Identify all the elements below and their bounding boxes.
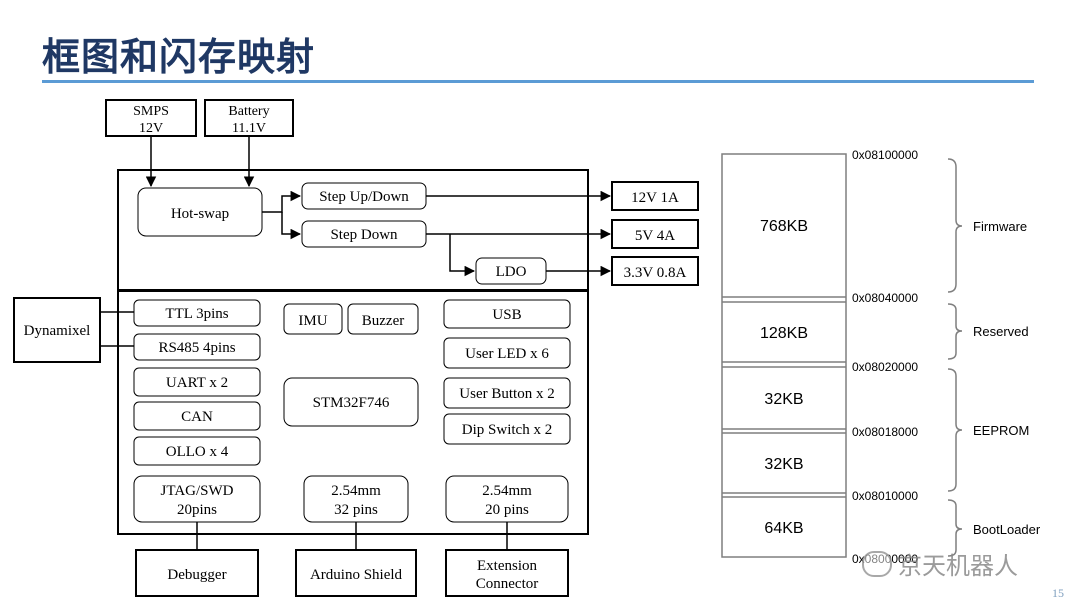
- address-0x08020000: 0x08020000: [852, 360, 918, 374]
- hotswap-block: Hot-swap: [137, 187, 263, 237]
- mem-block-768kb: 768KB: [760, 218, 808, 235]
- imu-block: IMU: [283, 303, 343, 335]
- dipswitch-block: Dip Switch x 2: [443, 413, 571, 445]
- mcu-board-box: [117, 290, 589, 535]
- ttl-block: TTL 3pins: [133, 299, 261, 327]
- header20-pins: 20 pins: [485, 502, 529, 518]
- header32-block: 2.54mm 32 pins: [303, 475, 409, 523]
- mem-block-64kb: 64KB: [764, 520, 803, 537]
- stm32-label: STM32F746: [313, 395, 390, 411]
- output-12v-label: 12V 1A: [631, 190, 679, 206]
- stepupdown-block: Step Up/Down: [301, 182, 427, 210]
- bootloader-brace: [947, 499, 963, 557]
- region-eeprom: EEPROM: [973, 423, 1029, 438]
- can-label: CAN: [181, 409, 213, 425]
- usb-block: USB: [443, 299, 571, 329]
- extension-label-line1: Extension: [477, 558, 537, 574]
- output-5v-box: 5V 4A: [611, 219, 699, 249]
- jtag-pins: 20pins: [177, 502, 217, 518]
- buzzer-label: Buzzer: [362, 313, 404, 329]
- buzzer-block: Buzzer: [347, 303, 419, 335]
- address-0x08018000: 0x08018000: [852, 425, 918, 439]
- userbutton-block: User Button x 2: [443, 377, 571, 409]
- watermark: 京天机器人: [862, 546, 1018, 581]
- region-reserved: Reserved: [973, 324, 1029, 339]
- output-33v-label: 3.3V 0.8A: [624, 265, 687, 281]
- rs485-block: RS485 4pins: [133, 333, 261, 361]
- stepdown-to-ldo-arrow: [449, 234, 476, 277]
- extension-label-line2: Connector: [476, 576, 538, 592]
- ldo-label: LDO: [496, 264, 527, 280]
- can-block: CAN: [133, 401, 261, 431]
- userled-label: User LED x 6: [465, 346, 549, 362]
- dynamixel-label: Dynamixel: [24, 323, 91, 339]
- page-number: 15: [1052, 586, 1064, 600]
- page-title: 框图和闪存映射: [42, 35, 316, 79]
- imu-label: IMU: [298, 313, 327, 329]
- usb-label: USB: [492, 307, 521, 323]
- address-0x08100000: 0x08100000: [852, 148, 918, 162]
- hotswap-label: Hot-swap: [171, 206, 229, 222]
- stepdown-label: Step Down: [330, 227, 398, 243]
- uart-block: UART x 2: [133, 367, 261, 397]
- dipswitch-label: Dip Switch x 2: [462, 422, 552, 438]
- address-0x08040000: 0x08040000: [852, 291, 918, 305]
- mem-block-32kb-a: 32KB: [764, 391, 803, 408]
- header20-label: 2.54mm: [482, 483, 532, 499]
- title-divider: [42, 80, 1034, 83]
- reserved-brace: [947, 303, 963, 360]
- stepdown-block: Step Down: [301, 220, 427, 248]
- firmware-brace: [947, 158, 963, 293]
- region-bootloader: BootLoader: [973, 522, 1041, 537]
- output-12v-box: 12V 1A: [611, 181, 699, 211]
- debugger-box: Debugger: [135, 549, 259, 597]
- smps-voltage: 12V: [139, 121, 163, 136]
- userbutton-label: User Button x 2: [459, 386, 554, 402]
- uart-label: UART x 2: [166, 375, 228, 391]
- smps-input-box: SMPS 12V: [105, 99, 197, 137]
- arduino-label: Arduino Shield: [310, 567, 403, 583]
- output-33v-box: 3.3V 0.8A: [611, 256, 699, 286]
- wechat-icon: [862, 550, 892, 577]
- battery-input-box: Battery 11.1V: [204, 99, 294, 137]
- address-0x08010000: 0x08010000: [852, 489, 918, 503]
- smps-label: SMPS: [133, 104, 169, 119]
- eeprom-brace: [947, 368, 963, 492]
- memory-map: 768KB 128KB 32KB 32KB 64KB 0x08100000 0x…: [721, 148, 1041, 566]
- rs485-label: RS485 4pins: [158, 340, 235, 356]
- extension-box: Extension Connector: [445, 549, 569, 597]
- watermark-text: 京天机器人: [898, 552, 1018, 580]
- jtag-label: JTAG/SWD: [161, 483, 234, 499]
- memory-map-frame: [721, 153, 847, 558]
- stepupdown-label: Step Up/Down: [319, 189, 409, 205]
- battery-label: Battery: [228, 104, 269, 119]
- arduino-box: Arduino Shield: [295, 549, 417, 597]
- dynamixel-box: Dynamixel: [13, 297, 101, 363]
- output-5v-label: 5V 4A: [635, 228, 675, 244]
- header20-block: 2.54mm 20 pins: [445, 475, 569, 523]
- ollo-block: OLLO x 4: [133, 436, 261, 466]
- header32-pins: 32 pins: [334, 502, 378, 518]
- header32-label: 2.54mm: [331, 483, 381, 499]
- region-firmware: Firmware: [973, 219, 1027, 234]
- battery-voltage: 11.1V: [232, 121, 266, 136]
- hotswap-to-stepupdown-arrow: [262, 190, 302, 213]
- mem-block-32kb-b: 32KB: [764, 456, 803, 473]
- ollo-label: OLLO x 4: [166, 444, 229, 460]
- jtag-block: JTAG/SWD 20pins: [133, 475, 261, 523]
- ldo-block: LDO: [475, 257, 547, 285]
- ttl-label: TTL 3pins: [165, 306, 228, 322]
- stm32-block: STM32F746: [283, 377, 419, 427]
- userled-block: User LED x 6: [443, 337, 571, 369]
- mem-block-128kb: 128KB: [760, 325, 808, 342]
- debugger-label: Debugger: [167, 567, 226, 583]
- hotswap-to-stepdown-arrow: [281, 212, 302, 240]
